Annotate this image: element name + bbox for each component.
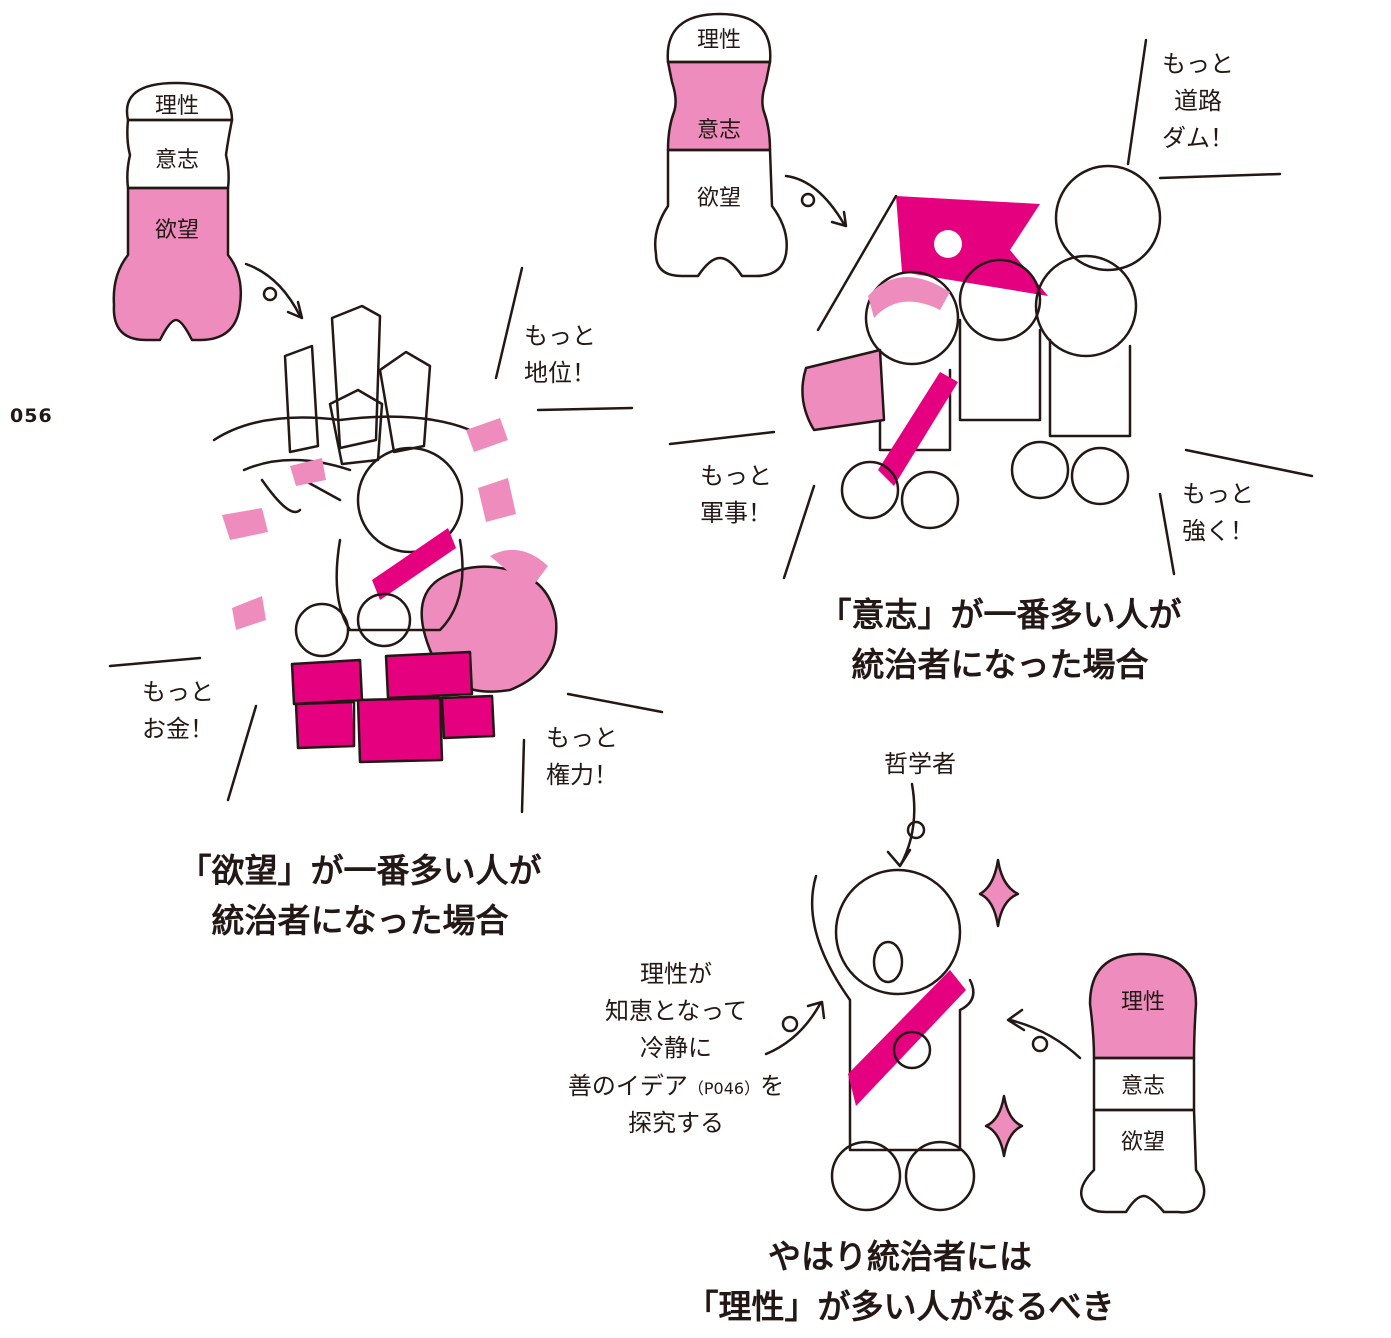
- desire-body-figure: [112, 81, 304, 342]
- caption-will: 「意志」が一番多い人が 統治者になった場合: [818, 595, 1182, 684]
- money-bills-drawing: [222, 418, 516, 630]
- shout-money: もっと お金！: [142, 678, 214, 744]
- reason-note-particle: を: [760, 1071, 785, 1100]
- seated-ruler-drawing: [294, 446, 464, 658]
- philosopher-label: 哲学者: [884, 750, 956, 778]
- flag-drawing: [896, 196, 1048, 296]
- shout-status: もっと 地位！: [524, 322, 596, 388]
- reason-note-line: 善のイデア（P046）を: [556, 1068, 796, 1105]
- reason-note-line: 探究する: [628, 1108, 724, 1137]
- body-label-will: 意志: [154, 148, 199, 173]
- shout-power: もっと 権力！: [546, 724, 618, 790]
- body-label-desire: 欲望: [154, 218, 199, 243]
- body-label-desire: 欲望: [696, 186, 741, 211]
- shout-strong: もっと 強く！: [1182, 480, 1254, 546]
- body-label-will: 意志: [1120, 1074, 1165, 1099]
- reason-note-line: 冷静に: [640, 1034, 712, 1063]
- reason-body-figure: [1006, 952, 1206, 1214]
- reason-note: 理性が 知恵となって 冷静に 善のイデア（P046）を 探究する: [556, 956, 796, 1142]
- will-body-figure: [654, 12, 848, 278]
- buildings-drawing: [212, 304, 472, 514]
- crowd-drawing: [801, 164, 1162, 530]
- body-label-will: 意志: [696, 118, 741, 143]
- body-label-reason: 理性: [154, 94, 199, 119]
- shout-military: もっと 軍事！: [700, 462, 772, 528]
- philosopher-drawing: [810, 782, 976, 1212]
- blocks-drawing: [290, 650, 496, 764]
- reason-note-line: 知恵となって: [604, 997, 748, 1026]
- caption-reason: やはり統治者には 「理性」が多い人がなるべき: [685, 1237, 1115, 1326]
- page-reference: （P046）: [687, 1078, 761, 1098]
- page-number: 056: [10, 405, 53, 427]
- body-label-desire: 欲望: [1120, 1130, 1165, 1155]
- caption-desire: 「欲望」が一番多い人が 統治者になった場合: [178, 851, 542, 940]
- body-label-reason: 理性: [1120, 990, 1165, 1015]
- sparkle-icons: [978, 858, 1024, 1158]
- reason-note-line: 理性が: [640, 960, 712, 988]
- shout-roads: もっと 道路 ダム！: [1162, 50, 1234, 153]
- idea-of-good-text: 善のイデア: [567, 1071, 688, 1100]
- body-label-reason: 理性: [696, 28, 741, 53]
